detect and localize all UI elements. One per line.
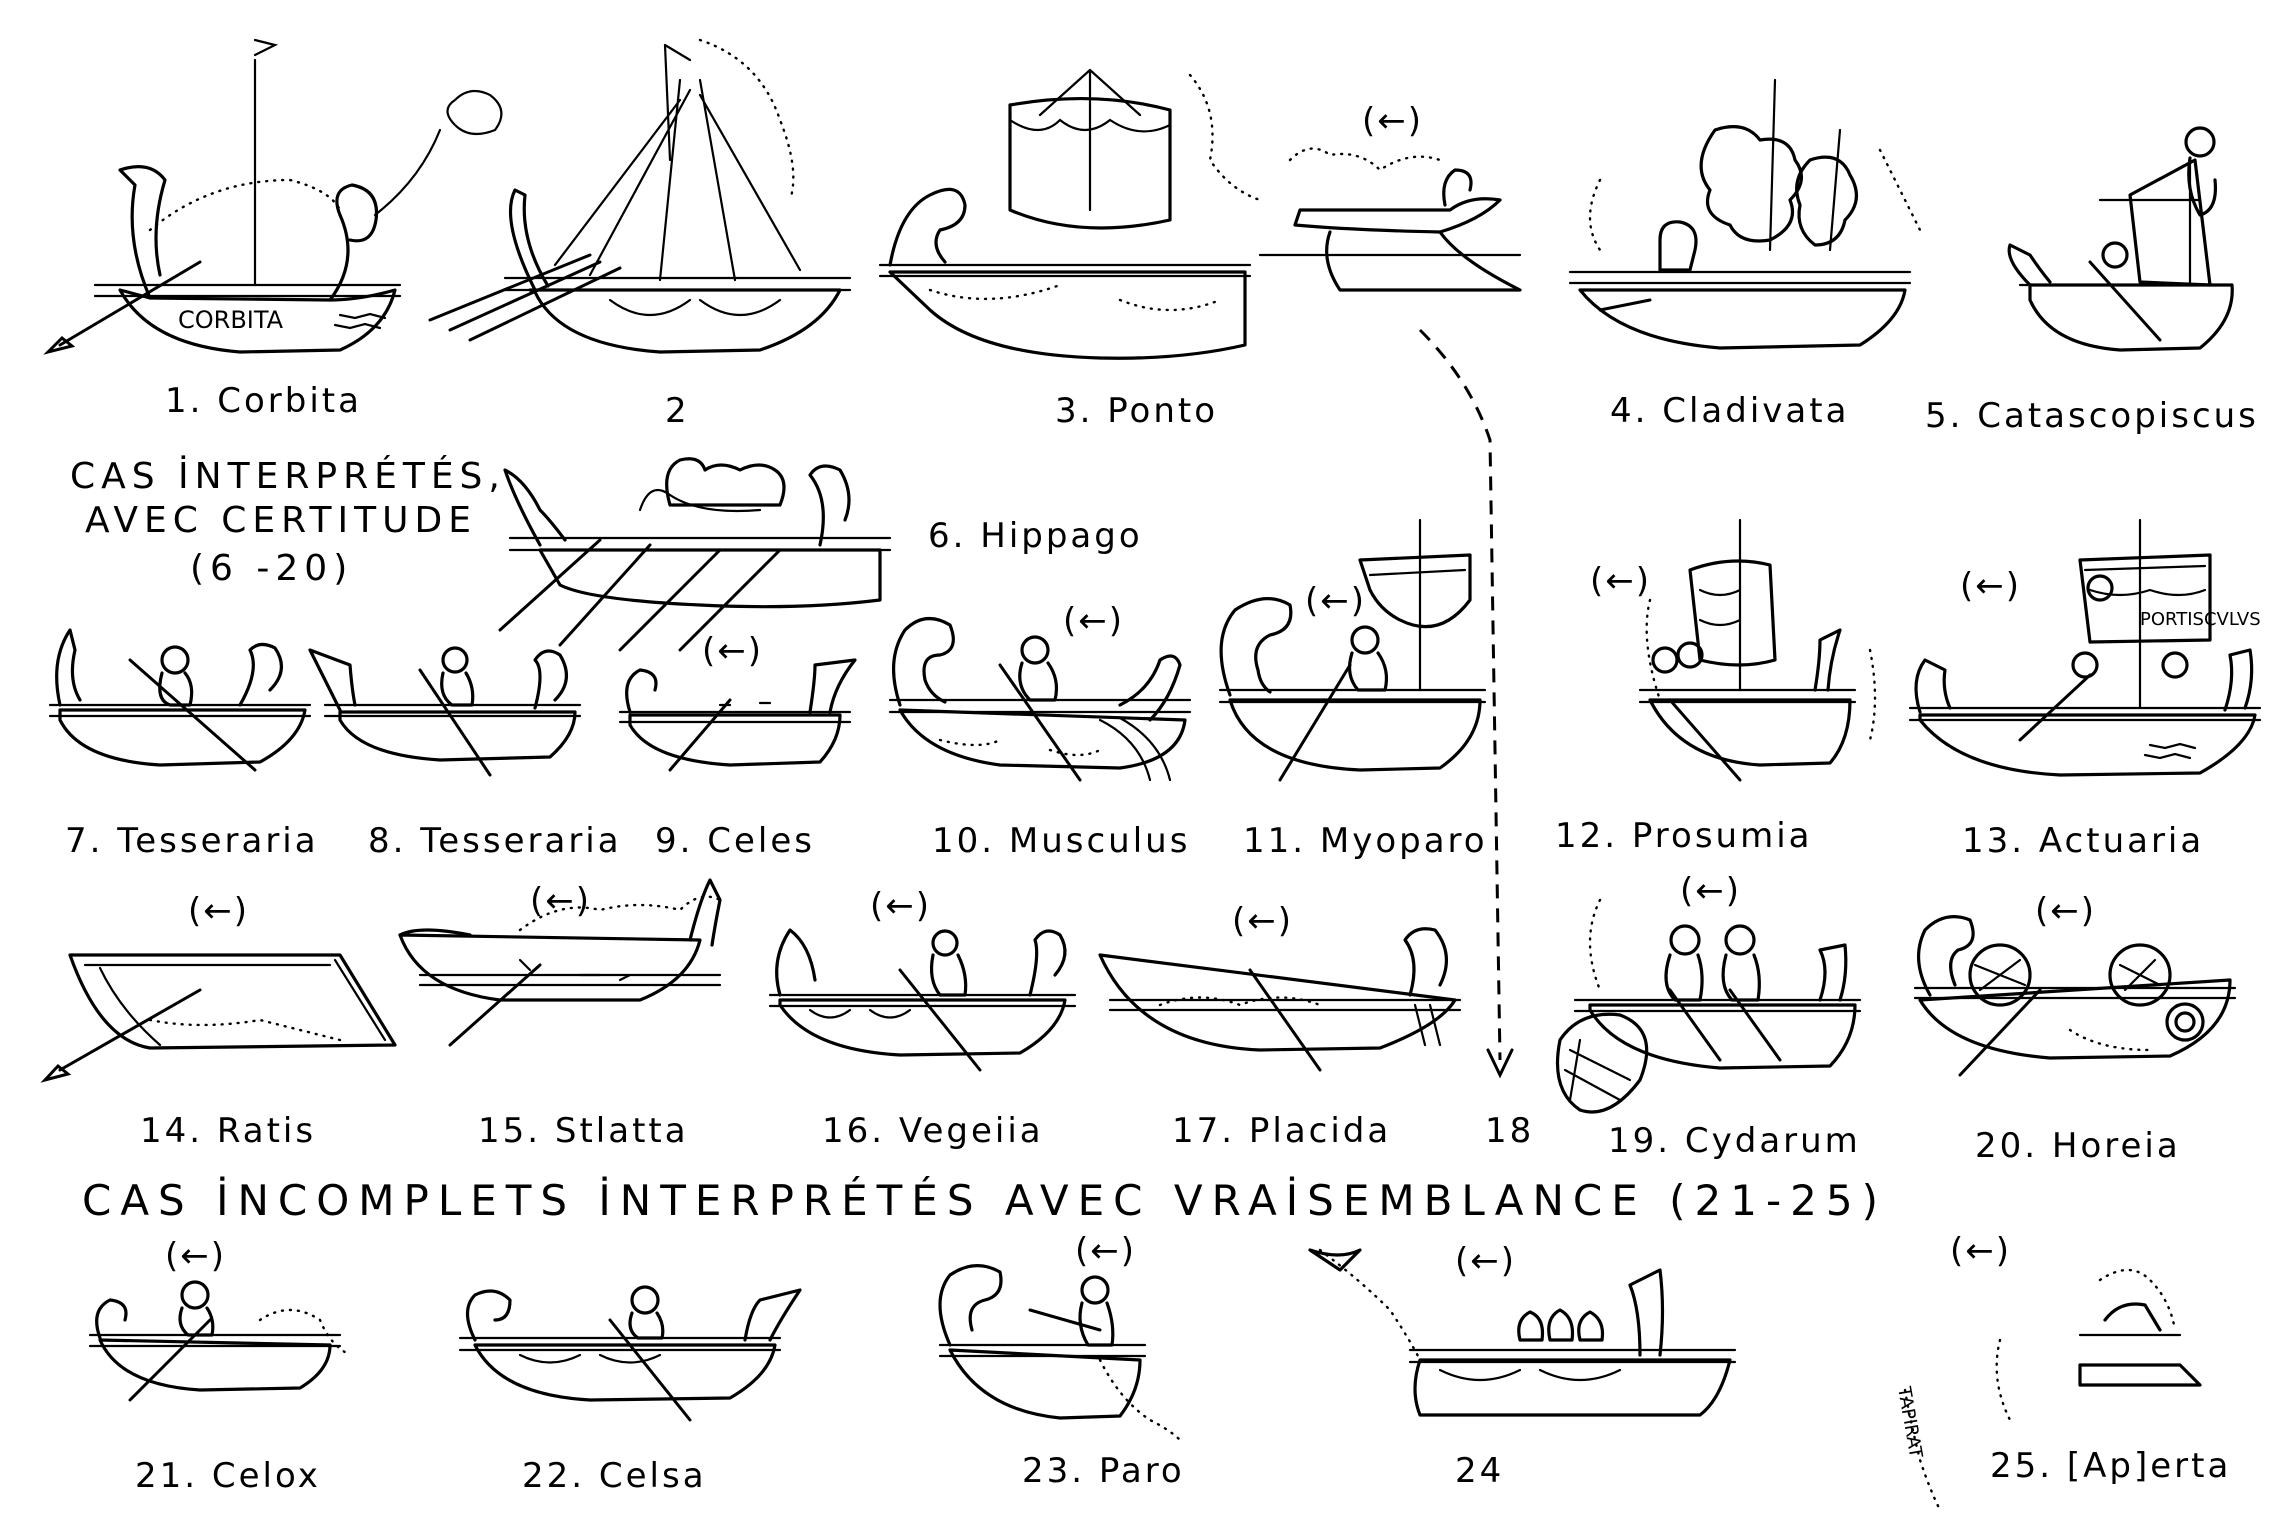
label-ship-13: 13. Actuaria: [1962, 821, 2204, 861]
label-ship-22: 22. Celsa: [522, 1456, 707, 1496]
direction-marker-23: (←): [1075, 1231, 1136, 1271]
direction-marker-21: (←): [165, 1236, 226, 1276]
label-ship-10: 10. Musculus: [932, 821, 1190, 861]
ship-14-ratis-drawing: [40, 953, 397, 1083]
heading-certain-line3: (6 -20): [190, 548, 353, 589]
ship-11-myoparo-drawing: [1218, 518, 1487, 782]
direction-marker-15: (←): [530, 881, 591, 921]
portisculus-inscription: PORTISCVLVS: [2140, 609, 2261, 630]
label-ship-8: 8. Tesseraria: [368, 821, 622, 861]
direction-marker-9: (←): [702, 631, 763, 671]
label-ship-12: 12. Prosumia: [1555, 816, 1812, 856]
ship-18-drawing: [1258, 147, 1522, 1079]
label-ship-24: 24: [1455, 1451, 1504, 1491]
ship-24-drawing: [1308, 1248, 1737, 1417]
ship-3-ponto-drawing: [878, 68, 1262, 360]
ship-5-catascopiscus-drawing: [2007, 126, 2234, 352]
label-ship-2: 2: [665, 391, 690, 431]
heading-certain-line2: AVEC CERTITUDE: [85, 500, 477, 541]
direction-marker-24: (←): [1455, 1241, 1516, 1281]
heading-incomplete: CAS İNCOMPLETS İNTERPRÉTÉS AVEC VRAİSEMB…: [82, 1175, 1887, 1225]
ship-13-actuaria-drawing: [1908, 518, 2262, 777]
heading-certain-line1: CAS İNTERPRÉTÉS,: [70, 455, 506, 497]
direction-marker-11: (←): [1305, 581, 1366, 621]
label-ship-6: 6. Hippago: [928, 516, 1143, 556]
ship-15-stlatta-drawing: [398, 878, 722, 1047]
ship-23-paro-drawing: [938, 1264, 1182, 1442]
ship-1-corbita-drawing: [43, 38, 503, 355]
fragment-25-inscription: TAPIRAT: [1893, 1384, 1926, 1460]
direction-marker-19: (←): [1680, 871, 1741, 911]
direction-marker-16: (←): [870, 886, 931, 926]
ship-4-cladivata-drawing: [1568, 78, 1922, 350]
ship-25-aperta-drawing: [1903, 1268, 2202, 1512]
label-ship-3: 3. Ponto: [1055, 391, 1218, 431]
label-ship-25: 25. [Ap]erta: [1990, 1446, 2231, 1486]
label-ship-14: 14. Ratis: [140, 1111, 316, 1151]
ship-6-hippago-drawing: [498, 457, 892, 652]
ship-9-celes-drawing: [618, 658, 857, 772]
direction-marker-10: (←): [1063, 601, 1124, 641]
ship-12-prosumia-drawing: [1638, 518, 1877, 782]
label-ship-17: 17. Placida: [1172, 1111, 1391, 1151]
ship-2-drawing: [428, 38, 852, 354]
direction-marker-25: (←): [1950, 1231, 2011, 1271]
direction-marker-13: (←): [1960, 566, 2021, 606]
label-ship-4: 4. Cladivata: [1610, 391, 1849, 431]
label-ship-9: 9. Celes: [655, 821, 815, 861]
ship-21-celox-drawing: [88, 1280, 352, 1402]
ship-10-musculus-drawing: [888, 617, 1192, 782]
label-ship-23: 23. Paro: [1022, 1451, 1185, 1491]
label-ship-18: 18: [1485, 1111, 1534, 1151]
ship-8-tesseraria-drawing: [308, 646, 582, 777]
ship-7-tesseraria-drawing: [48, 628, 312, 772]
label-ship-7: 7. Tesseraria: [65, 821, 319, 861]
label-ship-20: 20. Horeia: [1975, 1126, 2181, 1166]
label-ship-5: 5. Catascopiscus: [1925, 396, 2259, 436]
ship-20-horeia-drawing: [1913, 915, 2237, 1077]
label-ship-15: 15. Stlatta: [478, 1111, 689, 1151]
ship-22-celsa-drawing: [458, 1285, 802, 1422]
label-ship-11: 11. Myoparo: [1243, 821, 1488, 861]
direction-marker-17: (←): [1232, 901, 1293, 941]
corbita-inscription: CORBITA: [178, 306, 284, 334]
ship-17-placida-drawing: [1098, 927, 1462, 1072]
direction-marker-20: (←): [2035, 891, 2096, 931]
direction-marker-14: (←): [188, 891, 249, 931]
direction-marker-18: (←): [1362, 101, 1423, 141]
label-ship-19: 19. Cydarum: [1608, 1121, 1861, 1161]
label-ship-16: 16. Vegeiia: [822, 1111, 1044, 1151]
label-ship-21: 21. Celox: [135, 1456, 321, 1496]
direction-marker-12: (←): [1590, 561, 1651, 601]
label-ship-1: 1. Corbita: [165, 381, 362, 421]
ship-16-vegeiia-drawing: [768, 928, 1077, 1072]
ship-19-cydarum-drawing: [1556, 898, 1862, 1114]
